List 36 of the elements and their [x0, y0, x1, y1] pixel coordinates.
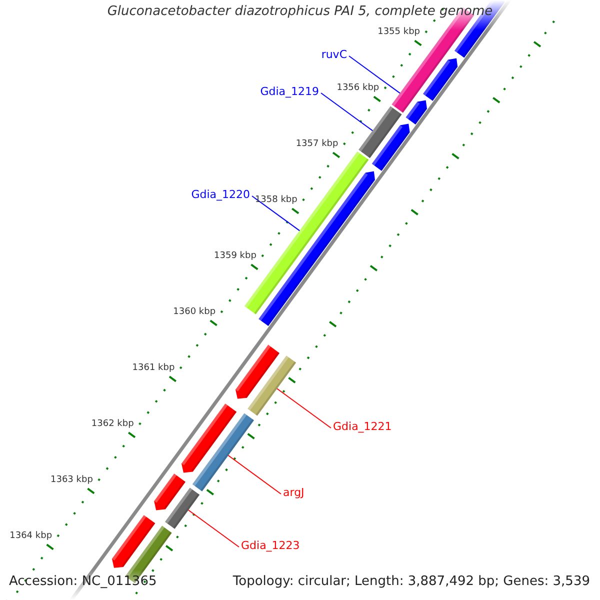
gene-block — [154, 474, 186, 510]
footer-text: Topology: circular; Length: 3,887,492 bp; Genes: 3,539 — [232, 575, 590, 588]
tick-label: 1359 kbp — [214, 252, 256, 261]
gene-block — [182, 404, 237, 473]
tick-label: 1358 kbp — [254, 196, 298, 205]
tick-label: 1363 kbp — [50, 476, 93, 485]
tick-label: 1357 kbp — [296, 140, 338, 149]
gene-label: Gdia_1223 — [241, 540, 300, 551]
gene-label: Gdia_1221 — [333, 421, 392, 432]
gene-block — [165, 488, 200, 529]
tick-label: 1356 kbp — [336, 84, 380, 93]
gene-block — [423, 58, 458, 101]
gene-block — [192, 413, 254, 492]
leader-line — [348, 56, 400, 94]
tick-label: 1361 kbp — [132, 364, 175, 373]
tick-label: 1360 kbp — [173, 308, 216, 317]
tick-label: 1355 kbp — [378, 28, 420, 37]
gene-label: Gdia_1220 — [191, 189, 250, 200]
gene-block — [372, 124, 410, 171]
leader-line — [276, 388, 332, 428]
footer-text: Accession: NC_011365 — [9, 575, 157, 588]
gene-block — [236, 344, 280, 399]
leader-line — [188, 510, 240, 548]
title: Gluconacetobacter diazotrophicus PAI 5, complete genome — [106, 5, 494, 18]
gene-label: ruvC — [321, 49, 347, 60]
leader-line — [228, 454, 282, 494]
gene-block — [358, 106, 402, 158]
gene-label: argJ — [283, 487, 304, 498]
gene-block — [406, 100, 427, 124]
gene-block — [112, 515, 156, 568]
leader-line — [320, 92, 374, 132]
tick-label: 1364 kbp — [10, 532, 52, 541]
gene-label: Gdia_1219 — [260, 86, 319, 97]
leader-line — [252, 196, 300, 232]
gene-block — [248, 356, 296, 416]
tick-label: 1362 kbp — [91, 420, 134, 429]
